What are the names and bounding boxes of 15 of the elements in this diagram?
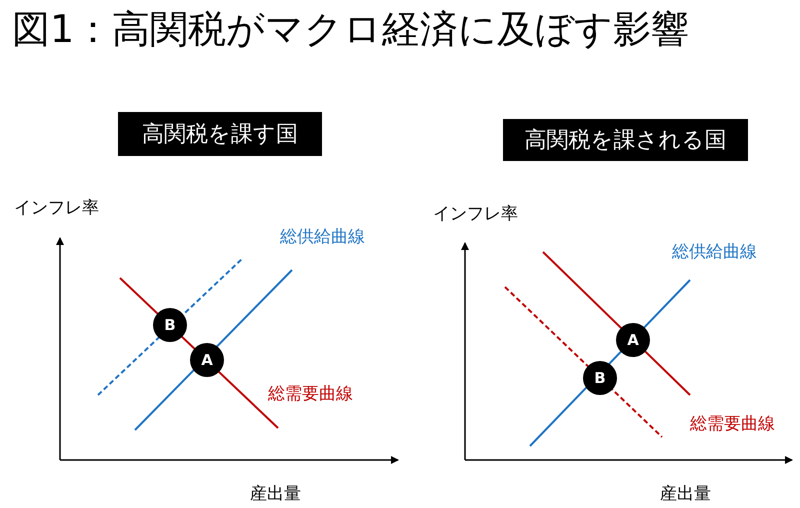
curve-label: 総供給曲線 bbox=[672, 241, 757, 263]
curve-label: 総供給曲線 bbox=[280, 226, 365, 248]
title: 図1：高関税がマクロ経済に及ぼす影響 bbox=[12, 6, 690, 53]
point-marker: A bbox=[190, 343, 224, 377]
panel-heading: 高関税を課される国 bbox=[503, 119, 748, 161]
axis-label: 産出量 bbox=[660, 483, 711, 505]
axis-label: インフレ率 bbox=[14, 197, 99, 219]
axis-label: 産出量 bbox=[250, 483, 301, 505]
point-marker: B bbox=[583, 361, 617, 395]
axis-label: インフレ率 bbox=[433, 203, 518, 225]
point-marker: A bbox=[616, 323, 650, 357]
point-marker: B bbox=[153, 308, 187, 342]
panel-heading: 高関税を課す国 bbox=[118, 112, 322, 156]
curve-label: 総需要曲線 bbox=[268, 383, 353, 405]
curve-label: 総需要曲線 bbox=[690, 413, 775, 435]
